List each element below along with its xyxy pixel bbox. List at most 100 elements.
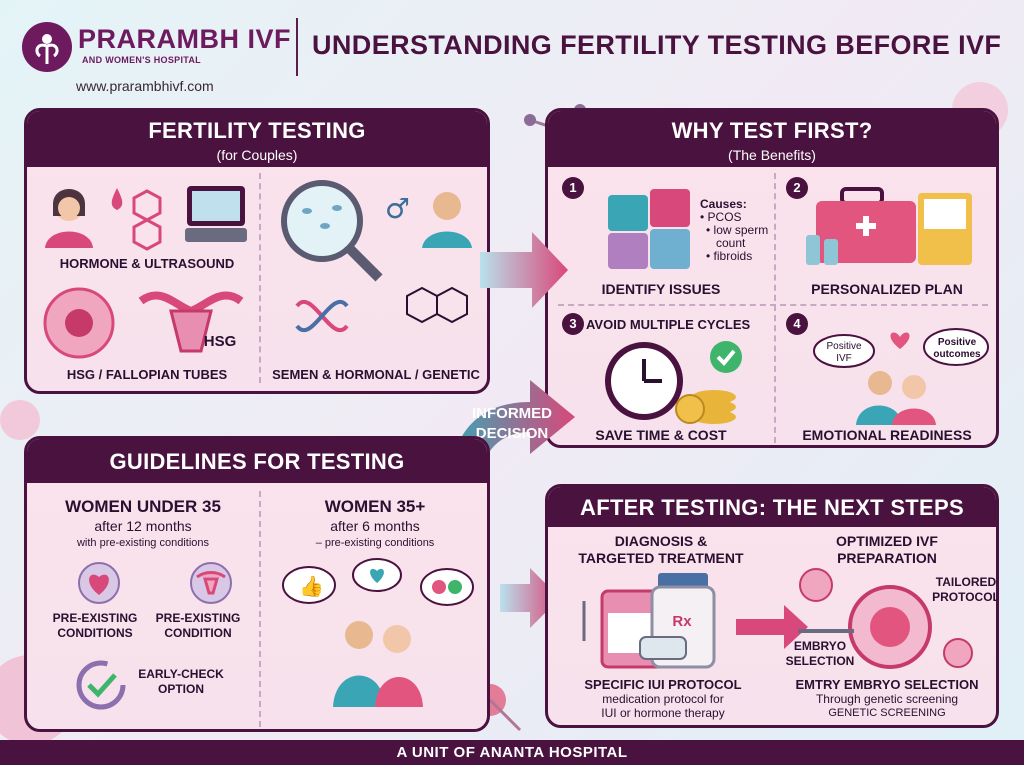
guidelines-header: GUIDELINES FOR TESTING	[27, 439, 487, 483]
why-test-header: WHY TEST FIRST? (The Benefits)	[548, 111, 996, 167]
why-test-subtitle: (The Benefits)	[728, 147, 816, 163]
divider	[558, 304, 988, 306]
condition-text: PRE-EXISTING	[155, 611, 241, 625]
hormone-ultrasound-icon	[45, 186, 247, 251]
why-test-panel: WHY TEST FIRST? (The Benefits) 1 Causes:…	[545, 108, 999, 448]
arrow-right-icon	[480, 232, 568, 308]
iui-protocol-line: IUI or hormone therapy	[601, 706, 725, 720]
benefit-number: 2	[786, 177, 808, 199]
embryo-icon	[798, 568, 973, 669]
causes-list: Causes: • PCOS • low sperm count • fibro…	[700, 198, 768, 263]
next-steps-header: AFTER TESTING: THE NEXT STEPS	[548, 487, 996, 527]
early-check-text: OPTION	[157, 682, 204, 696]
informed-decision-label: INFORMED DECISION	[464, 404, 560, 444]
tailored-protocol-label: TAILORED PROTOCOL	[926, 575, 999, 605]
bubble-text: Positive	[826, 341, 862, 352]
iui-protocol-title: SPECIFIC IUI PROTOCOL	[584, 677, 742, 692]
over35-note: – pre-existing conditions	[315, 537, 435, 549]
cause-item: • PCOS	[700, 210, 742, 224]
diagnosis-text: TARGETED TREATMENT	[578, 550, 744, 566]
svg-text:👍: 👍	[299, 574, 324, 598]
tailored-text: TAILORED	[935, 575, 997, 589]
semen-label: SEMEN & HORMONAL / GENETIC	[272, 367, 480, 382]
embryo-selection-line: Through genetic screening	[815, 692, 959, 706]
diagnosis-heading: DIAGNOSIS & TARGETED TREATMENT	[548, 533, 774, 567]
fertility-testing-subtitle: (for Couples)	[216, 147, 298, 163]
brand-subtitle: AND WOMEN'S HOSPITAL	[82, 55, 201, 65]
under35-title: WOMEN UNDER 35	[65, 497, 221, 516]
benefit-label: SAVE TIME & COST	[595, 427, 727, 443]
condition-text: CONDITION	[164, 626, 232, 640]
website-link[interactable]: www.prarambhivf.com	[76, 78, 214, 94]
benefit-number: 1	[562, 177, 584, 199]
over35-title: WOMEN 35+	[324, 497, 426, 516]
benefit-number: 3	[562, 313, 584, 335]
fertility-testing-panel: FERTILITY TESTING (for Couples) HORMONE …	[24, 108, 490, 394]
benefit-label: PERSONALIZED PLAN	[811, 281, 963, 297]
arrow-text: DECISION	[475, 425, 549, 442]
condition-icons	[78, 562, 232, 604]
benefit-number: 4	[786, 313, 808, 335]
divider	[259, 173, 261, 383]
guidelines-title: GUIDELINES FOR TESTING	[109, 449, 405, 474]
brand-name: PRARAMBH IVF	[78, 24, 291, 54]
early-check-text: EARLY-CHECK	[138, 667, 224, 681]
under35-note: with pre-existing conditions	[76, 537, 210, 549]
why-test-title: WHY TEST FIRST?	[671, 118, 873, 143]
logo-icon	[22, 22, 72, 72]
benefit-label: AVOID MULTIPLE CYCLES	[586, 317, 751, 332]
diagnosis-text: DIAGNOSIS &	[614, 533, 708, 549]
bubble-positive-ivf: Positive IVF	[812, 341, 876, 365]
early-check-label: EARLY-CHECK OPTION	[131, 667, 231, 697]
arrow-text: INFORMED	[472, 405, 552, 422]
embryo-text: EMBRYO	[793, 639, 847, 653]
optimized-text: PREPARATION	[837, 550, 937, 566]
benefit-label: IDENTIFY ISSUES	[601, 281, 721, 297]
condition-text: CONDITIONS	[57, 626, 133, 640]
iui-protocol-line: medication protocol for	[602, 692, 724, 706]
cause-item: • low sperm	[706, 223, 769, 237]
next-steps-title: AFTER TESTING: THE NEXT STEPS	[580, 495, 964, 520]
page-title: UNDERSTANDING FERTILITY TESTING BEFORE I…	[312, 30, 1002, 60]
footer-bar: A UNIT OF ANANTA HOSPITAL	[0, 740, 1024, 765]
medication-icon	[582, 573, 808, 669]
header-divider	[296, 18, 298, 76]
semen-genetic-icon: ♂	[281, 180, 472, 332]
tailored-text: PROTOCOL	[932, 590, 999, 604]
fertility-testing-header: FERTILITY TESTING (for Couples)	[27, 111, 487, 167]
puzzle-icon	[608, 189, 690, 269]
bubble-positive-outcomes: Positive outcomes	[923, 337, 991, 361]
cause-item: count	[716, 236, 746, 250]
clock-coins-icon	[605, 341, 742, 424]
next-steps-panel: AFTER TESTING: THE NEXT STEPS DIAGNOSIS …	[545, 484, 999, 728]
embryo-selection-line: GENETIC SCREENING	[828, 707, 946, 719]
hsg-tag: HSG	[203, 333, 237, 350]
embryo-selection-title: EMTRY EMBRYO SELECTION	[795, 677, 979, 692]
optimized-text: OPTIMIZED IVF	[836, 533, 938, 549]
early-check-icon	[76, 660, 126, 710]
divider	[774, 173, 776, 443]
optimized-heading: OPTIMIZED IVF PREPARATION	[774, 533, 996, 567]
condition-text: PRE-EXISTING	[52, 611, 138, 625]
embryo-selection-label: EMBRYO SELECTION	[784, 639, 856, 669]
benefit-label: EMOTIONAL READINESS	[802, 427, 972, 443]
divider	[259, 491, 261, 727]
causes-title: Causes:	[700, 197, 747, 211]
couple-heart-icon	[813, 328, 989, 425]
condition-label: PRE-EXISTING CONDITIONS	[45, 611, 145, 641]
rx-label: Rx	[672, 613, 692, 630]
bubble-text: IVF	[836, 353, 852, 364]
cause-item: • fibroids	[706, 249, 753, 263]
couple-talking-icon: 👍	[282, 558, 474, 707]
fertility-testing-title: FERTILITY TESTING	[148, 118, 366, 143]
medical-kit-icon	[806, 187, 972, 265]
guidelines-panel: GUIDELINES FOR TESTING WOMEN UNDER 35 af…	[24, 436, 490, 732]
bubble-text: Positive	[937, 337, 977, 348]
hormone-ultrasound-label: HORMONE & ULTRASOUND	[59, 256, 235, 271]
hsg-label: HSG / FALLOPIAN TUBES	[66, 367, 228, 382]
svg-text:♂: ♂	[385, 192, 410, 225]
embryo-text: SELECTION	[785, 654, 855, 668]
condition-label: PRE-EXISTING CONDITION	[143, 611, 253, 641]
hsg-uterus-icon	[43, 287, 244, 359]
bubble-text: outcomes	[933, 349, 981, 360]
